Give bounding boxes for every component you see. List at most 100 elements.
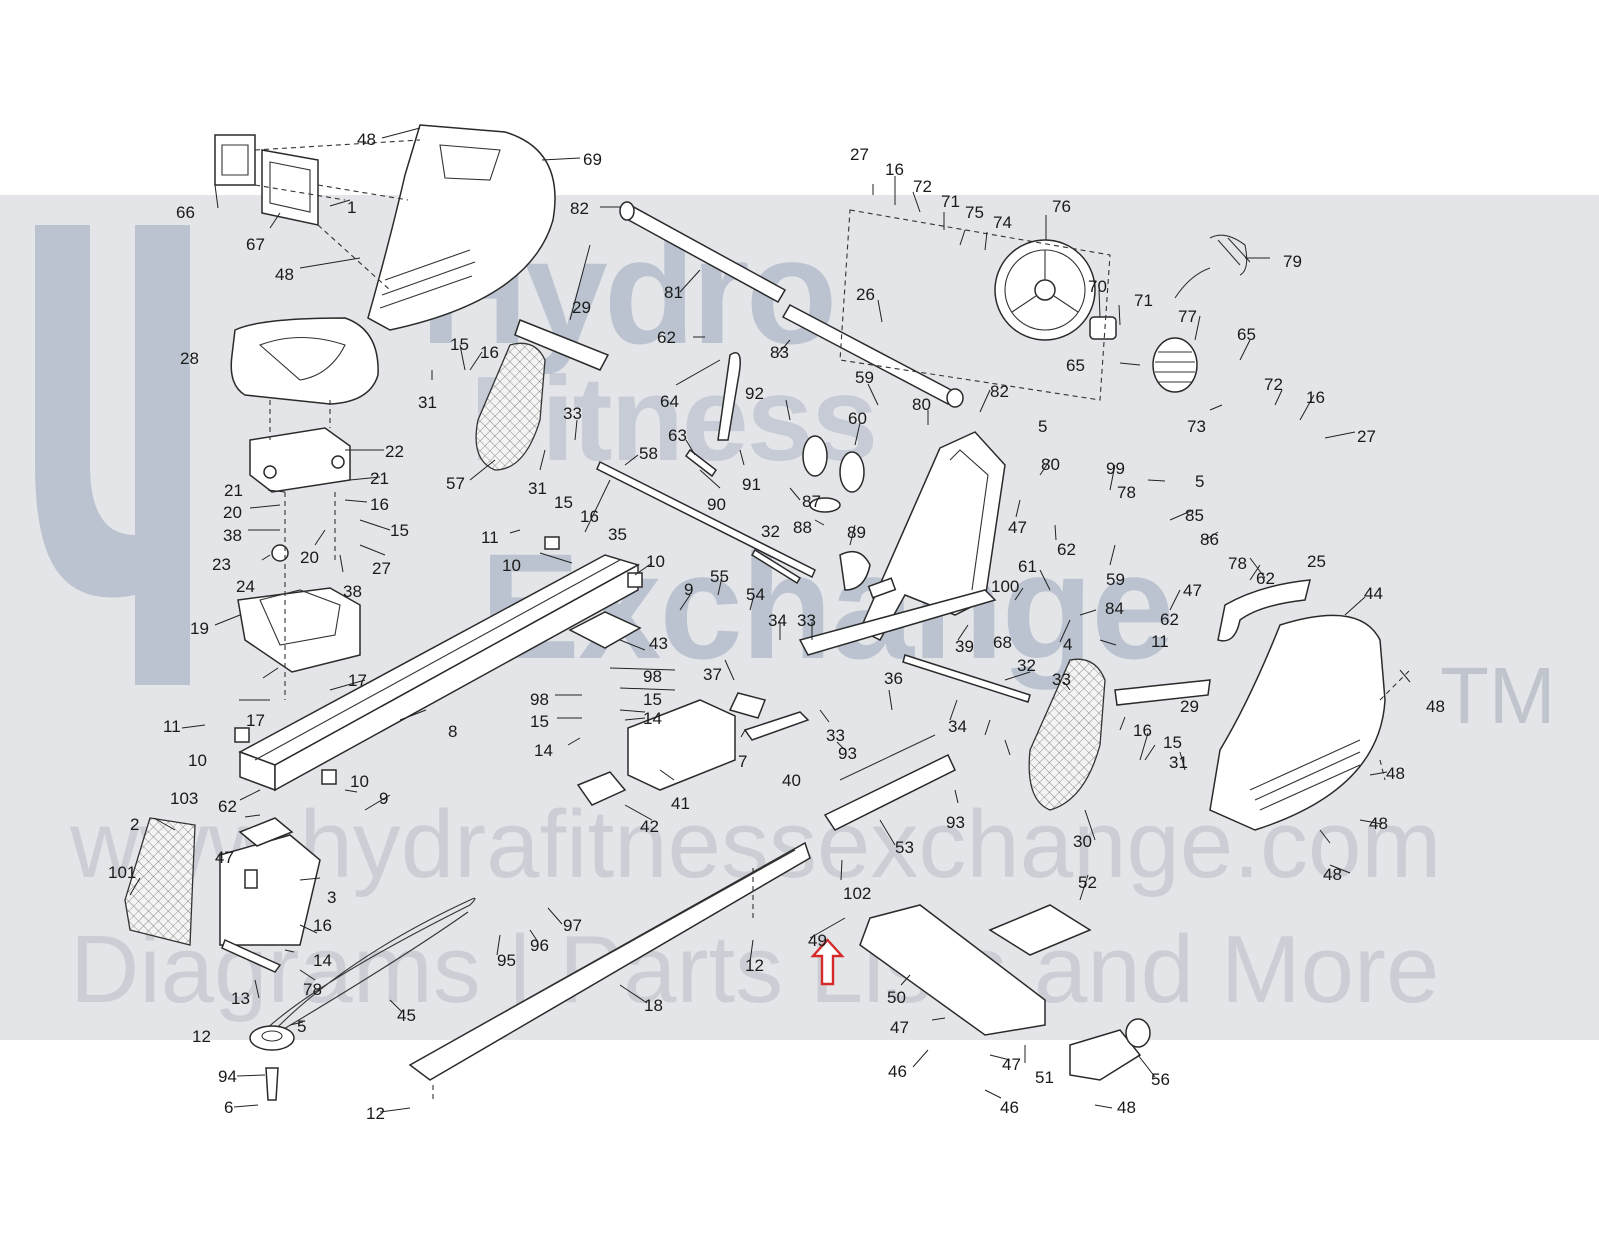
part-66-display bbox=[214, 134, 256, 186]
callout-33: 33 bbox=[563, 404, 582, 423]
callout-65: 65 bbox=[1066, 356, 1085, 375]
part-43-plate bbox=[568, 611, 642, 649]
callout-67: 67 bbox=[246, 235, 265, 254]
callout-9: 9 bbox=[379, 789, 388, 808]
part-87-knob bbox=[809, 497, 841, 513]
callout-16: 16 bbox=[885, 160, 904, 179]
callout-5: 5 bbox=[1038, 417, 1047, 436]
callout-92: 92 bbox=[745, 384, 764, 403]
callout-48: 48 bbox=[1369, 814, 1388, 833]
part-41-housing bbox=[627, 699, 736, 791]
console-assembly bbox=[214, 124, 556, 331]
bottom-rail bbox=[408, 841, 811, 1100]
callout-56: 56 bbox=[1151, 1070, 1170, 1089]
callout-6: 6 bbox=[224, 1098, 233, 1117]
callout-31: 31 bbox=[1169, 753, 1188, 772]
callout-34: 34 bbox=[768, 611, 787, 630]
callout-11: 11 bbox=[481, 528, 499, 547]
callout-96: 96 bbox=[530, 936, 549, 955]
callout-93: 93 bbox=[946, 813, 965, 832]
callout-37: 37 bbox=[703, 665, 722, 684]
flywheel-assembly bbox=[839, 209, 1251, 401]
callout-32: 32 bbox=[1017, 656, 1036, 675]
front-stabilizer bbox=[810, 904, 1151, 1081]
callout-71: 71 bbox=[941, 192, 960, 211]
part-83-tube bbox=[781, 304, 957, 405]
part-19-carriage bbox=[237, 587, 361, 673]
callout-65: 65 bbox=[1237, 325, 1256, 344]
callout-97: 97 bbox=[563, 916, 582, 935]
callout-25: 25 bbox=[1307, 552, 1326, 571]
callout-78: 78 bbox=[1228, 554, 1247, 573]
callout-62: 62 bbox=[1160, 610, 1179, 629]
callout-74: 74 bbox=[993, 213, 1012, 232]
belt-assembly bbox=[249, 897, 476, 1101]
part-45-belt bbox=[264, 897, 476, 1042]
callout-28: 28 bbox=[180, 349, 199, 368]
callout-14: 14 bbox=[313, 951, 332, 970]
callout-32: 32 bbox=[761, 522, 780, 541]
callout-70: 70 bbox=[1088, 277, 1107, 296]
callout-84: 84 bbox=[1105, 599, 1124, 618]
callout-66: 66 bbox=[176, 203, 195, 222]
shafts bbox=[596, 460, 1031, 703]
callout-88: 88 bbox=[793, 518, 812, 537]
callout-95: 95 bbox=[497, 951, 516, 970]
callout-29: 29 bbox=[1180, 697, 1199, 716]
callout-79: 79 bbox=[1283, 252, 1302, 271]
part-29-strap-left bbox=[514, 319, 610, 371]
right-shroud bbox=[1209, 579, 1411, 831]
callout-21: 21 bbox=[224, 481, 243, 500]
part-32-axle-left bbox=[750, 548, 802, 585]
callout-18: 18 bbox=[644, 996, 663, 1015]
callout-93: 93 bbox=[838, 744, 857, 763]
callout-49: 49 bbox=[808, 931, 827, 950]
part-25-handle bbox=[1217, 579, 1311, 642]
callout-16: 16 bbox=[1306, 388, 1325, 407]
callout-72: 72 bbox=[1264, 375, 1283, 394]
callout-20: 20 bbox=[300, 548, 319, 567]
callout-8: 8 bbox=[448, 722, 457, 741]
callout-72: 72 bbox=[913, 177, 932, 196]
part-77-fan bbox=[1152, 337, 1198, 393]
callout-11: 11 bbox=[1151, 632, 1169, 651]
seat-carriage bbox=[230, 317, 379, 700]
callout-40: 40 bbox=[782, 771, 801, 790]
part-50-stabilizer bbox=[859, 904, 1046, 1036]
callout-5: 5 bbox=[1195, 472, 1204, 491]
callout-13: 13 bbox=[231, 989, 250, 1008]
callout-15: 15 bbox=[530, 712, 549, 731]
part-3-foot bbox=[219, 834, 321, 946]
callout-86: 86 bbox=[1200, 530, 1219, 549]
part-60-pulley-b bbox=[839, 451, 865, 493]
watermark-logo bbox=[35, 225, 190, 685]
callout-57: 57 bbox=[446, 474, 465, 493]
callout-102: 102 bbox=[843, 884, 871, 903]
part-5-pulley bbox=[249, 1025, 295, 1051]
callout-4: 4 bbox=[1063, 635, 1072, 654]
callout-31: 31 bbox=[528, 479, 547, 498]
callout-47: 47 bbox=[1008, 518, 1027, 537]
callout-50: 50 bbox=[887, 988, 906, 1007]
callout-94: 94 bbox=[218, 1067, 237, 1086]
callout-16: 16 bbox=[313, 916, 332, 935]
callout-61: 61 bbox=[1018, 557, 1037, 576]
part-56-wheel bbox=[1125, 1018, 1151, 1048]
mid-brackets bbox=[568, 611, 956, 831]
part-81-tube bbox=[621, 203, 787, 304]
roller-tubes bbox=[619, 201, 964, 408]
callout-83: 83 bbox=[770, 343, 789, 362]
callout-3: 3 bbox=[327, 888, 336, 907]
callout-51: 51 bbox=[1035, 1068, 1054, 1087]
watermark-trademark: TM bbox=[1440, 651, 1556, 740]
callout-48: 48 bbox=[357, 130, 376, 149]
callout-48: 48 bbox=[1426, 697, 1445, 716]
callout-48: 48 bbox=[1117, 1098, 1136, 1117]
callout-91: 91 bbox=[742, 475, 761, 494]
part-79-spring bbox=[1209, 234, 1251, 276]
callout-71: 71 bbox=[1134, 291, 1153, 310]
callout-16: 16 bbox=[480, 343, 499, 362]
part-56-wheel-cover bbox=[1069, 1029, 1142, 1081]
callout-16: 16 bbox=[370, 495, 389, 514]
